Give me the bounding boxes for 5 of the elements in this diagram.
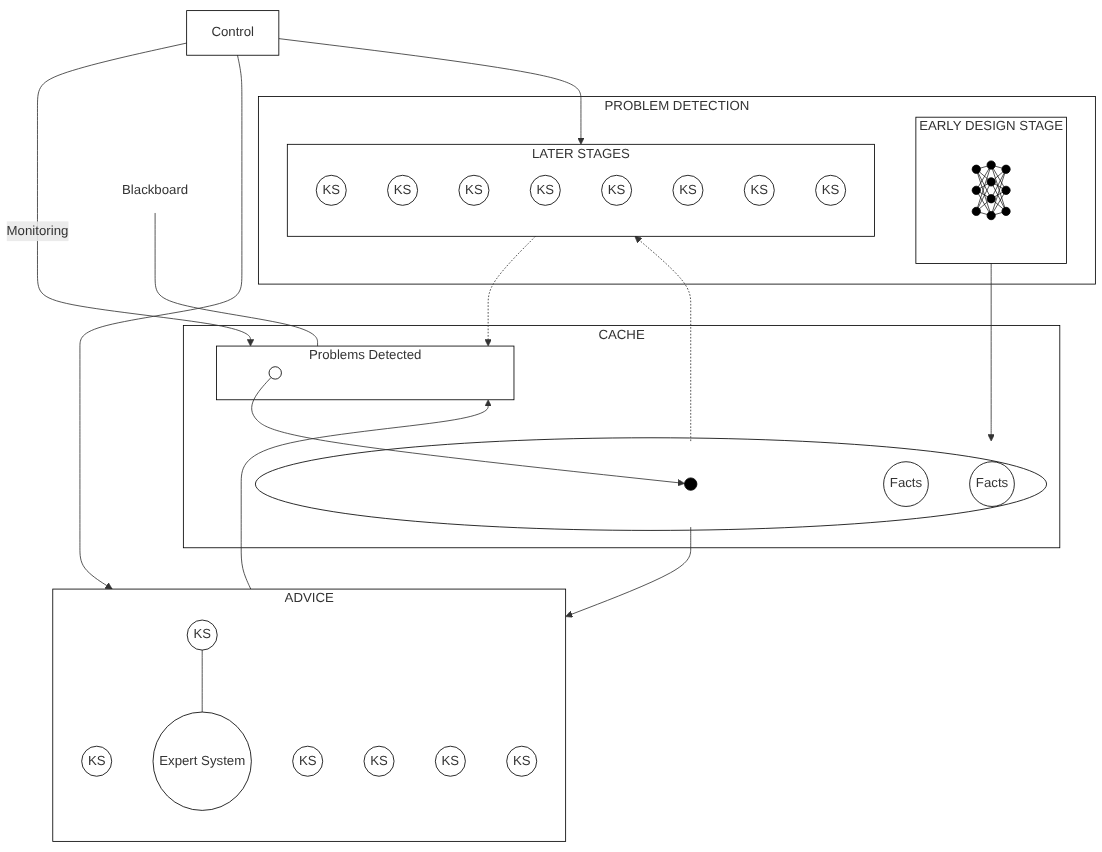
node-circle xyxy=(684,477,698,491)
connector xyxy=(154,212,318,347)
node-circle xyxy=(268,366,282,380)
connector xyxy=(201,649,203,713)
cluster xyxy=(255,437,1047,531)
